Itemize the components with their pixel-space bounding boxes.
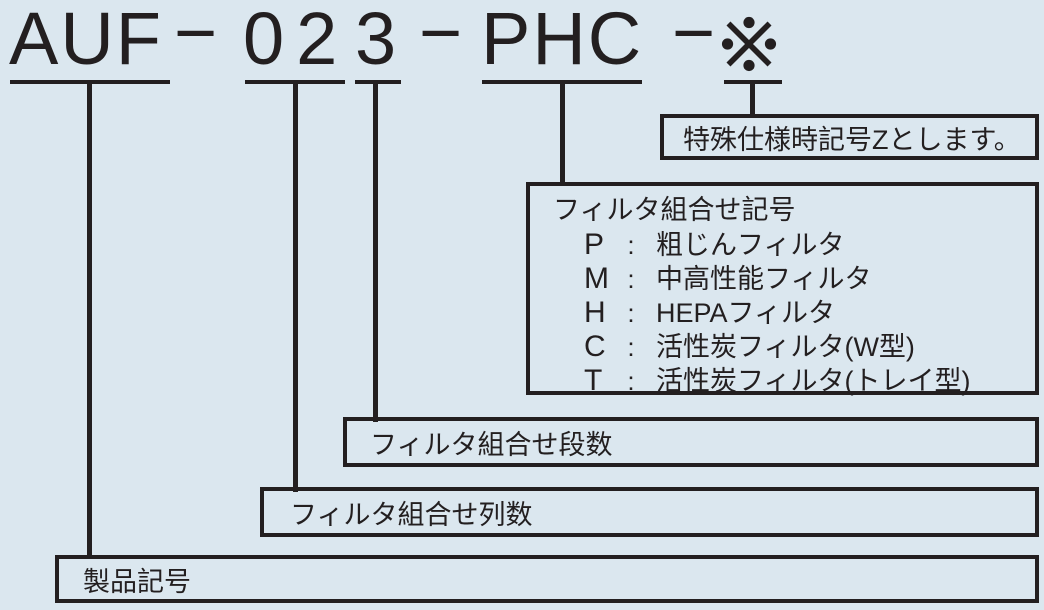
filter-colon: : [627, 264, 635, 294]
callout-special-note: 特殊仕様時記号Zとします。 [660, 114, 1039, 160]
filter-combination-item: T: 活性炭フィルタ(トレイ型) [584, 364, 1027, 398]
code-segment-stages: 3 [355, 0, 399, 80]
connector-filters [560, 81, 565, 186]
filter-combination-item: C: 活性炭フィルタ(W型) [584, 330, 1027, 364]
connector-special [750, 81, 755, 118]
product-label: 製品記号 [83, 566, 191, 597]
filter-combination-item: M: 中高性能フィルタ [584, 262, 1027, 296]
reference-mark-icon [721, 16, 777, 72]
filter-combination-title: フィルタ組合せ記号 [553, 195, 796, 225]
special-note-text: 特殊仕様時記号Zとします。 [683, 124, 1021, 155]
connector-columns [293, 81, 298, 492]
code-segment-columns: 02 [243, 0, 350, 80]
columns-label: フィルタ組合せ列数 [290, 499, 533, 530]
code-dash: − [419, 0, 465, 74]
filter-code: P [584, 228, 605, 261]
filter-colon: : [627, 332, 635, 362]
filter-code: T [584, 364, 603, 397]
filter-label: 活性炭フィルタ(W型) [656, 332, 915, 362]
filter-code: C [584, 330, 606, 363]
connector-stages [373, 81, 378, 422]
filter-label: 粗じんフィルタ [656, 230, 845, 260]
stages-label: フィルタ組合せ段数 [370, 429, 613, 460]
filter-colon: : [627, 366, 635, 396]
filter-label: 活性炭フィルタ(トレイ型) [656, 366, 971, 396]
code-dash: − [672, 0, 718, 74]
callout-product: 製品記号 [55, 555, 1039, 603]
filter-combination-item: P: 粗じんフィルタ [584, 228, 1027, 262]
filter-combination-list: P: 粗じんフィルタ M: 中高性能フィルタ H: HEPAフィルタ C: 活性炭フィルタ(W… [553, 228, 1027, 398]
filter-colon: : [627, 230, 635, 260]
code-segment-product: AUF [9, 0, 163, 80]
callout-stages: フィルタ組合せ段数 [343, 417, 1039, 467]
filter-combination-item: H: HEPAフィルタ [584, 296, 1027, 330]
filter-code: H [584, 296, 606, 329]
filter-code: M [584, 262, 609, 295]
callout-columns: フィルタ組合せ列数 [260, 487, 1039, 537]
underline-stages [355, 80, 401, 84]
filter-colon: : [627, 298, 635, 328]
connector-product [87, 81, 92, 559]
code-segment-filters: PHC [481, 0, 644, 80]
filter-label: 中高性能フィルタ [656, 264, 872, 294]
code-dash: − [174, 0, 220, 74]
filter-label: HEPAフィルタ [656, 298, 835, 328]
